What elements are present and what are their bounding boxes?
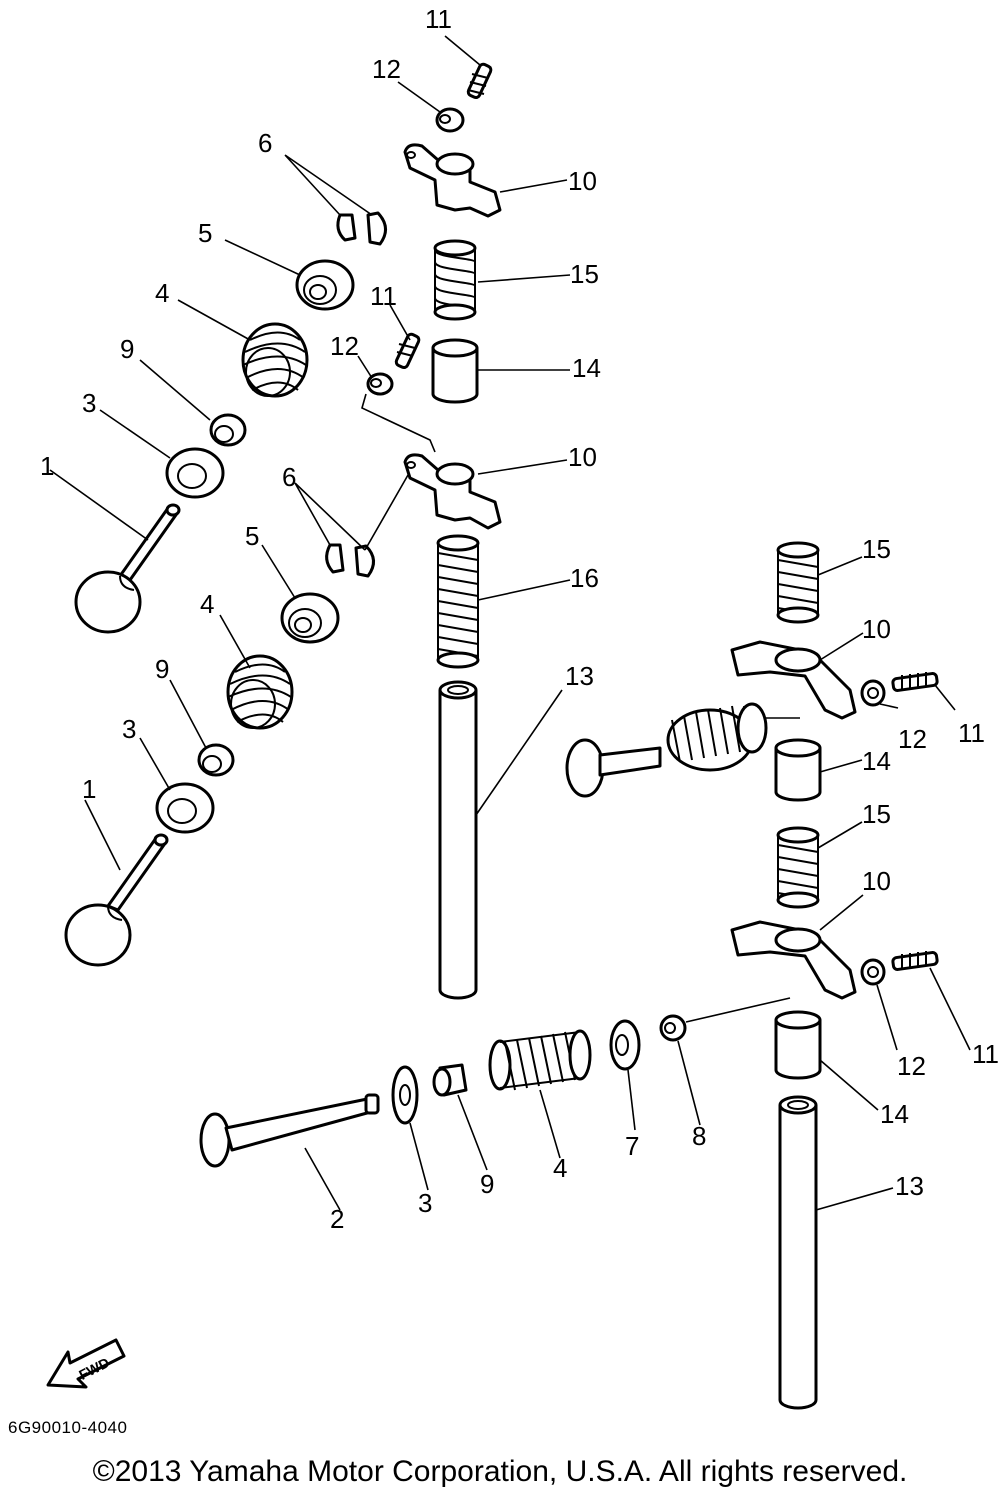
exhaust-valve-2 <box>199 1093 380 1168</box>
label-part-14: 14 <box>862 746 891 776</box>
label-part-7: 7 <box>625 1131 639 1161</box>
locknut-right-upper <box>860 679 886 707</box>
label-part-3: 3 <box>82 388 96 418</box>
adjusting-screw-top <box>466 62 493 100</box>
label-part-8: 8 <box>692 1121 706 1151</box>
label-part-15: 15 <box>862 534 891 564</box>
valve-spring-4-lower <box>226 654 294 730</box>
rocker-arm-mid <box>403 453 502 530</box>
label-part-9: 9 <box>480 1169 494 1199</box>
intake-valve-1-upper <box>74 503 181 634</box>
adjusting-screw-mid <box>394 332 421 370</box>
label-part-13: 13 <box>565 661 594 691</box>
label-part-10: 10 <box>568 166 597 196</box>
label-part-2: 2 <box>330 1204 344 1234</box>
stem-seal-9-upper <box>209 413 247 447</box>
valve-spring-4-bottom <box>488 1029 592 1091</box>
retainer-5-lower <box>280 592 340 644</box>
label-part-15: 15 <box>862 799 891 829</box>
leader-lines <box>49 35 971 1211</box>
guide-sleeve-14-right-lower <box>774 1010 822 1080</box>
label-part-11: 11 <box>425 4 452 34</box>
label-part-1: 1 <box>82 774 96 804</box>
label-part-4: 4 <box>200 589 214 619</box>
adjusting-screw-right-upper <box>891 672 939 692</box>
label-part-4: 4 <box>553 1153 567 1183</box>
valve-spring-15-right-lower <box>776 826 820 909</box>
fwd-arrow: FWD <box>46 1338 126 1389</box>
exhaust-valve-with-spring <box>565 702 768 798</box>
label-part-13: 13 <box>895 1171 924 1201</box>
valve-spring-4-upper <box>241 322 309 398</box>
guide-sleeve-14-top <box>431 338 479 404</box>
label-part-11: 11 <box>972 1039 999 1069</box>
spring-seat-3-upper <box>165 447 225 499</box>
label-part-3: 3 <box>122 714 136 744</box>
valve-cap-8 <box>659 1014 687 1042</box>
guide-sleeve-14-right-upper <box>774 738 822 802</box>
locknut-mid <box>366 372 394 396</box>
label-part-12: 12 <box>897 1051 926 1081</box>
adjusting-screw-right-lower <box>891 951 939 971</box>
label-part-4: 4 <box>155 278 169 308</box>
label-part-11: 11 <box>958 718 985 748</box>
label-part-9: 9 <box>155 654 169 684</box>
label-part-11: 11 <box>370 281 397 311</box>
stem-seal-9-bottom <box>432 1063 468 1097</box>
label-part-15: 15 <box>570 259 599 289</box>
pushrod-13-center <box>438 680 478 1000</box>
valve-spring-15-right-upper <box>776 541 820 624</box>
copyright-notice: ©2013 Yamaha Motor Corporation, U.S.A. A… <box>92 1455 908 1488</box>
label-part-5: 5 <box>245 521 259 551</box>
label-part-10: 10 <box>862 614 891 644</box>
pushrod-13-right <box>778 1095 818 1410</box>
label-part-3: 3 <box>418 1188 432 1218</box>
rocker-arm-top <box>403 143 502 218</box>
label-part-12: 12 <box>330 331 359 361</box>
spring-seat-3-bottom <box>391 1065 419 1125</box>
label-part-5: 5 <box>198 218 212 248</box>
locknut-top <box>435 107 465 133</box>
spring-seat-3-lower <box>155 782 215 834</box>
label-part-9: 9 <box>120 334 134 364</box>
label-part-12: 12 <box>372 54 401 84</box>
label-part-10: 10 <box>568 442 597 472</box>
part-labels: 11 12 6 10 5 15 4 11 12 9 14 3 10 1 6 5 … <box>40 4 999 1234</box>
retainer-7 <box>609 1019 641 1071</box>
valve-spring-16 <box>436 534 480 669</box>
label-part-6: 6 <box>282 462 296 492</box>
locknut-right-lower <box>860 958 886 986</box>
valve-spring-15-top <box>433 239 477 321</box>
retainer-5-upper <box>295 259 355 311</box>
stem-seal-9-lower <box>197 743 235 777</box>
label-part-14: 14 <box>572 353 601 383</box>
collet-6-lower <box>325 543 375 578</box>
rocker-arm-right-lower <box>730 920 857 1000</box>
document-code: 6G90010-4040 <box>8 1418 128 1437</box>
label-part-14: 14 <box>880 1099 909 1129</box>
label-part-16: 16 <box>570 563 599 593</box>
label-part-6: 6 <box>258 128 272 158</box>
collet-6-upper <box>336 211 387 246</box>
label-part-1: 1 <box>40 451 54 481</box>
label-part-12: 12 <box>898 724 927 754</box>
intake-valve-1-lower <box>64 833 169 967</box>
label-part-10: 10 <box>862 866 891 896</box>
